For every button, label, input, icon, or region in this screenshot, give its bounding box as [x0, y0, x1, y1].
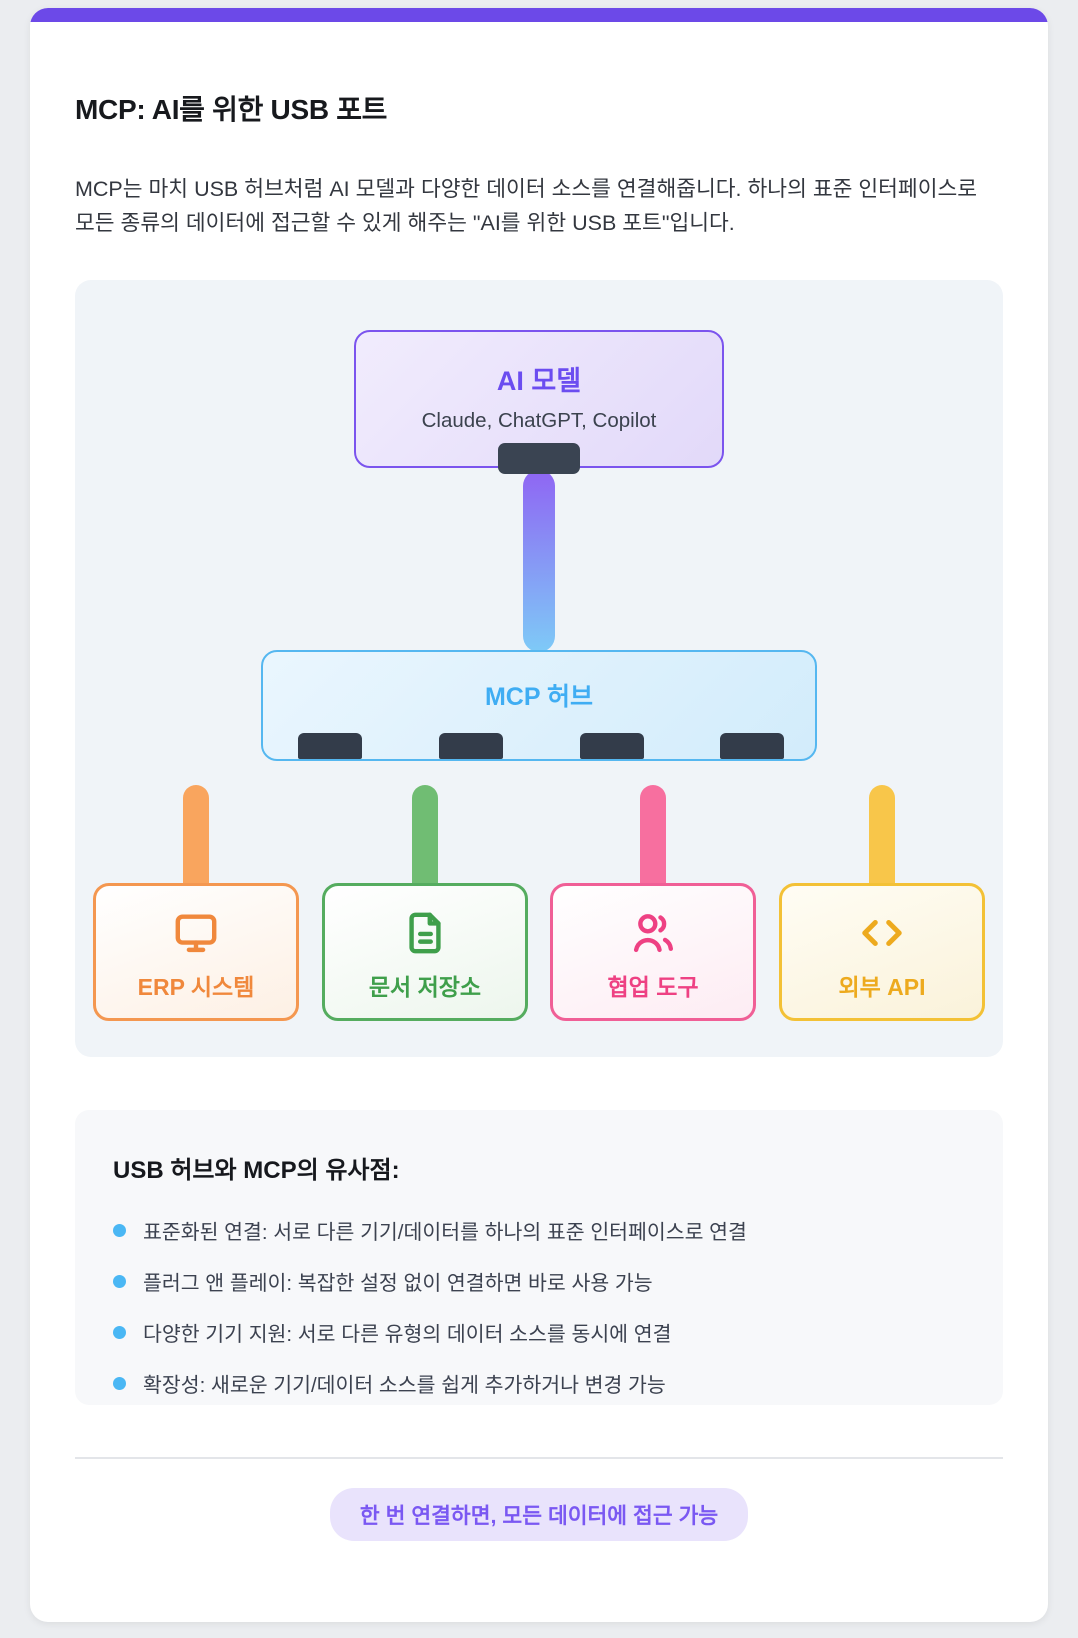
usb-port [298, 733, 362, 759]
similarity-text: 플러그 앤 플레이: 복잡한 설정 없이 연결하면 바로 사용 가능 [143, 1272, 653, 1295]
users-icon [553, 910, 753, 958]
similarities-heading: USB 허브와 MCP의 유사점: [113, 1157, 400, 1184]
usb-connector [498, 443, 580, 474]
divider [75, 1457, 1003, 1459]
ai-model-title: AI 모델 [496, 366, 582, 396]
bullet-dot-icon [113, 1274, 126, 1288]
usb-port [439, 733, 503, 759]
similarity-text: 표준화된 연결: 서로 다른 기기/데이터를 하나의 표준 인터페이스로 연결 [143, 1221, 747, 1244]
device-label: ERP 시스템 [137, 974, 255, 1000]
monitor-icon [96, 910, 296, 958]
device-card-erp: ERP 시스템 [93, 883, 299, 1021]
device-label: 문서 저장소 [368, 974, 482, 1000]
summary-badge: 한 번 연결하면, 모든 데이터에 접근 가능 [329, 1488, 749, 1541]
bullet-dot-icon [113, 1223, 126, 1237]
similarities-list: 표준화된 연결: 서로 다른 기기/데이터를 하나의 표준 인터페이스로 연결 … [113, 1215, 965, 1398]
intro-paragraph: MCP는 마치 USB 허브처럼 AI 모델과 다양한 데이터 소스를 연결해줍… [75, 177, 978, 235]
similarities-panel: USB 허브와 MCP의 유사점: 표준화된 연결: 서로 다른 기기/데이터를… [75, 1110, 1003, 1405]
device-card-docs: 문서 저장소 [322, 883, 528, 1021]
device-card-api: 외부 API [779, 883, 985, 1021]
device-label: 외부 API [838, 974, 926, 1000]
mcp-hub-label: MCP 허브 [484, 683, 594, 711]
similarity-item: 표준화된 연결: 서로 다른 기기/데이터를 하나의 표준 인터페이스로 연결 [113, 1215, 965, 1245]
usb-hub-diagram: AI 모델 Claude, ChatGPT, Copilot MCP 허브 [75, 280, 1003, 1057]
similarity-text: 다양한 기기 지원: 서로 다른 유형의 데이터 소스를 동시에 연결 [143, 1323, 672, 1346]
similarity-item: 플러그 앤 플레이: 복잡한 설정 없이 연결하면 바로 사용 가능 [113, 1266, 965, 1296]
page-title: MCP: AI를 위한 USB 포트 [75, 94, 388, 125]
mcp-hub-box: MCP 허브 [261, 650, 817, 761]
main-cable [523, 470, 555, 652]
footer-badge-row: 한 번 연결하면, 모든 데이터에 접근 가능 [75, 1488, 1003, 1541]
bullet-dot-icon [113, 1325, 126, 1339]
bullet-dot-icon [113, 1376, 126, 1390]
similarity-item: 확장성: 새로운 기기/데이터 소스를 쉽게 추가하거나 변경 가능 [113, 1368, 965, 1398]
usb-port [720, 733, 784, 759]
similarity-text: 확장성: 새로운 기기/데이터 소스를 쉽게 추가하거나 변경 가능 [143, 1374, 666, 1397]
device-card-collab: 협업 도구 [550, 883, 756, 1021]
code-icon [782, 910, 982, 958]
usb-port [580, 733, 644, 759]
content-card: MCP: AI를 위한 USB 포트 MCP는 마치 USB 허브처럼 AI 모… [30, 8, 1048, 1622]
top-accent-bar [30, 8, 1048, 22]
device-label: 협업 도구 [607, 974, 699, 1000]
ai-model-subtitle: Claude, ChatGPT, Copilot [421, 409, 657, 432]
document-icon [325, 910, 525, 958]
similarity-item: 다양한 기기 지원: 서로 다른 유형의 데이터 소스를 동시에 연결 [113, 1317, 965, 1347]
